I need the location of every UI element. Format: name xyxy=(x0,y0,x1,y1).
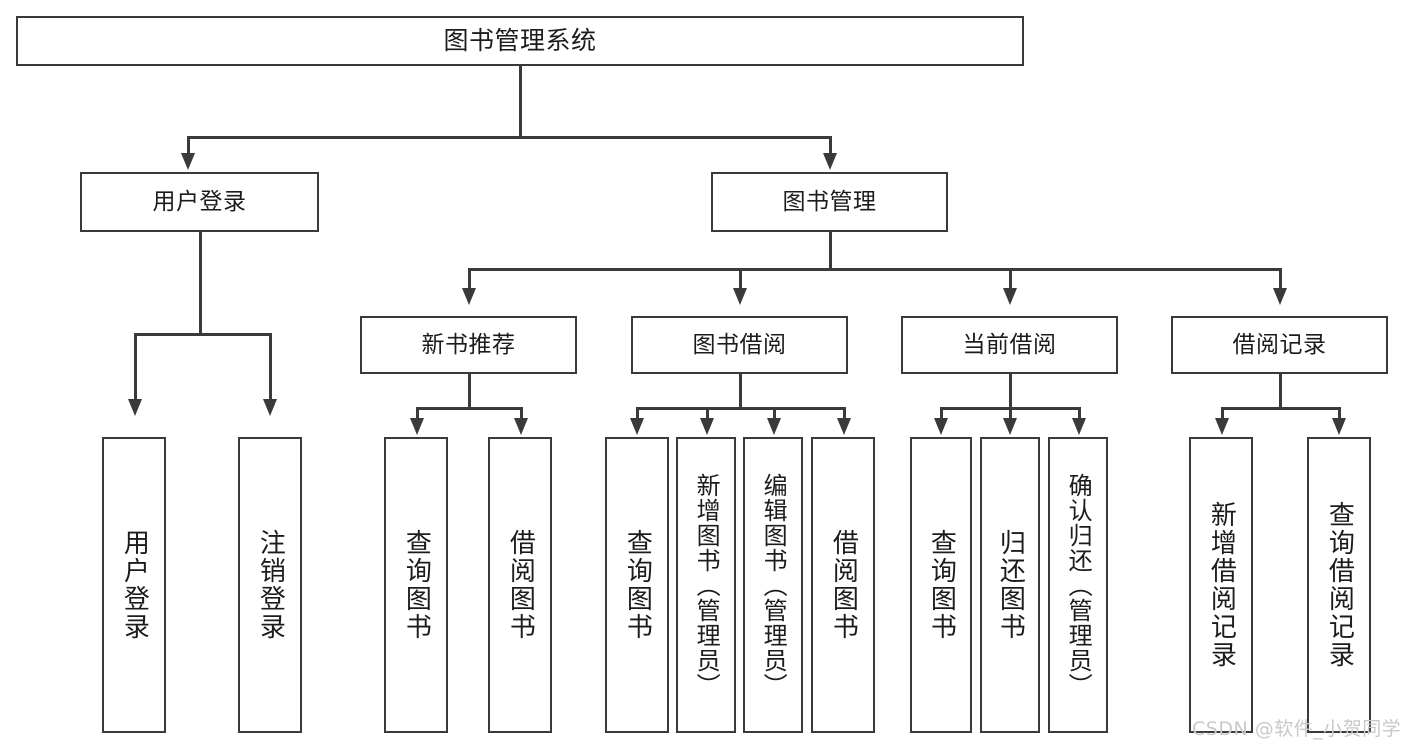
edge-root-to-user-login xyxy=(187,136,190,158)
edge-new-book-drop-2 xyxy=(520,407,523,419)
node-leaf-borrow-book-a-label: 借阅图书 xyxy=(505,529,536,641)
arrow-root-to-book-mgmt xyxy=(823,153,837,170)
edge-root-stem xyxy=(519,66,522,138)
arrow-book-borrow xyxy=(733,288,747,305)
node-leaf-borrow-book-b-label: 借阅图书 xyxy=(828,529,859,641)
edge-book-borrow-drop-4 xyxy=(843,407,846,419)
node-book-mgmt[interactable]: 图书管理 xyxy=(711,172,948,232)
arrow-leaf-borrow-book-a xyxy=(514,418,528,435)
node-new-book-rec-label: 新书推荐 xyxy=(421,331,516,358)
arrow-leaf-borrow-book-b xyxy=(837,418,851,435)
arrow-leaf-edit-book xyxy=(767,418,781,435)
edge-borrow-record-drop-2 xyxy=(1338,407,1341,419)
edge-user-login-drop-2 xyxy=(269,333,272,401)
node-leaf-query-book-c-label: 查询图书 xyxy=(926,529,957,641)
node-user-login-label: 用户登录 xyxy=(152,188,247,215)
edge-book-mgmt-drop-1 xyxy=(468,268,471,290)
node-current-borrow-label: 当前借阅 xyxy=(962,331,1057,358)
edge-book-mgmt-bar xyxy=(468,268,1281,271)
node-leaf-borrow-book-b[interactable]: 借阅图书 xyxy=(811,437,875,733)
edge-root-to-book-mgmt xyxy=(829,136,832,158)
edge-current-borrow-drop-1 xyxy=(940,407,943,419)
node-leaf-query-book-b-label: 查询图书 xyxy=(622,529,653,641)
node-leaf-confirm-return[interactable]: 确认归还（管理员） xyxy=(1048,437,1108,733)
node-leaf-user-logout[interactable]: 注销登录 xyxy=(238,437,302,733)
node-leaf-query-record[interactable]: 查询借阅记录 xyxy=(1307,437,1371,733)
node-leaf-confirm-return-label: 确认归还（管理员） xyxy=(1064,472,1093,698)
node-root[interactable]: 图书管理系统 xyxy=(16,16,1024,66)
edge-current-borrow-drop-2 xyxy=(1009,407,1012,419)
node-book-mgmt-label: 图书管理 xyxy=(782,188,877,215)
node-leaf-return-book-label: 归还图书 xyxy=(995,529,1026,641)
edge-new-book-drop-1 xyxy=(416,407,419,419)
node-leaf-user-login[interactable]: 用户登录 xyxy=(102,437,166,733)
edge-book-mgmt-drop-2 xyxy=(739,268,742,290)
edge-user-login-bar xyxy=(134,333,271,336)
node-leaf-query-book-c[interactable]: 查询图书 xyxy=(910,437,972,733)
node-leaf-query-book-b[interactable]: 查询图书 xyxy=(605,437,669,733)
arrow-root-to-user-login xyxy=(181,153,195,170)
node-borrow-record[interactable]: 借阅记录 xyxy=(1171,316,1388,374)
edge-book-mgmt-drop-3 xyxy=(1009,268,1012,290)
node-leaf-add-book[interactable]: 新增图书（管理员） xyxy=(676,437,736,733)
node-leaf-user-logout-label: 注销登录 xyxy=(255,529,286,641)
edge-book-borrow-drop-3 xyxy=(773,407,776,419)
node-leaf-user-login-label: 用户登录 xyxy=(119,529,150,641)
node-new-book-rec[interactable]: 新书推荐 xyxy=(360,316,577,374)
node-leaf-query-record-label: 查询借阅记录 xyxy=(1324,501,1355,669)
node-leaf-query-book-a-label: 查询图书 xyxy=(401,529,432,641)
node-leaf-edit-book[interactable]: 编辑图书（管理员） xyxy=(743,437,803,733)
arrow-leaf-add-book xyxy=(700,418,714,435)
node-leaf-borrow-book-a[interactable]: 借阅图书 xyxy=(488,437,552,733)
arrow-leaf-return-book xyxy=(1003,418,1017,435)
watermark: CSDN @软件_小贺同学 xyxy=(1192,718,1402,740)
edge-book-borrow-drop-1 xyxy=(636,407,639,419)
edge-current-borrow-stem xyxy=(1009,374,1012,409)
node-current-borrow[interactable]: 当前借阅 xyxy=(901,316,1118,374)
arrow-leaf-user-login xyxy=(128,399,142,416)
edge-book-mgmt-drop-4 xyxy=(1279,268,1282,290)
edge-book-mgmt-stem xyxy=(829,232,832,270)
arrow-leaf-query-book-a xyxy=(410,418,424,435)
arrow-leaf-query-record xyxy=(1332,418,1346,435)
edge-book-borrow-bar xyxy=(636,407,845,410)
edge-current-borrow-drop-3 xyxy=(1078,407,1081,419)
arrow-borrow-record xyxy=(1273,288,1287,305)
edge-borrow-record-bar xyxy=(1221,407,1340,410)
edge-user-login-drop-1 xyxy=(134,333,137,401)
edge-user-login-stem xyxy=(199,232,202,335)
edge-new-book-stem xyxy=(468,374,471,409)
arrow-leaf-query-book-b xyxy=(630,418,644,435)
node-book-borrow-label: 图书借阅 xyxy=(692,331,787,358)
node-leaf-return-book[interactable]: 归还图书 xyxy=(980,437,1040,733)
edge-new-book-bar xyxy=(416,407,522,410)
node-root-label: 图书管理系统 xyxy=(443,25,597,55)
node-leaf-query-book-a[interactable]: 查询图书 xyxy=(384,437,448,733)
edge-borrow-record-drop-1 xyxy=(1221,407,1224,419)
edge-borrow-record-stem xyxy=(1279,374,1282,409)
arrow-leaf-add-record xyxy=(1215,418,1229,435)
node-borrow-record-label: 借阅记录 xyxy=(1232,331,1327,358)
arrow-current-borrow xyxy=(1003,288,1017,305)
node-user-login[interactable]: 用户登录 xyxy=(80,172,319,232)
node-leaf-add-book-label: 新增图书（管理员） xyxy=(692,472,721,698)
node-book-borrow[interactable]: 图书借阅 xyxy=(631,316,848,374)
arrow-leaf-user-logout xyxy=(263,399,277,416)
node-leaf-edit-book-label: 编辑图书（管理员） xyxy=(759,472,788,698)
edge-root-bar xyxy=(187,136,832,139)
edge-book-borrow-drop-2 xyxy=(706,407,709,419)
arrow-leaf-confirm-return xyxy=(1072,418,1086,435)
node-leaf-add-record-label: 新增借阅记录 xyxy=(1206,501,1237,669)
arrow-leaf-query-book-c xyxy=(934,418,948,435)
arrow-new-book-rec xyxy=(462,288,476,305)
node-leaf-add-record[interactable]: 新增借阅记录 xyxy=(1189,437,1253,733)
edge-book-borrow-stem xyxy=(739,374,742,409)
